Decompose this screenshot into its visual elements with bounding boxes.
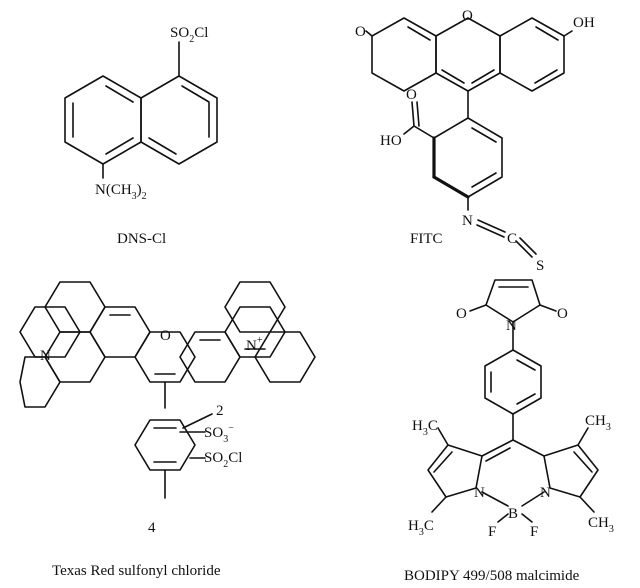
bodipy-h3c-bottom-label: H3C xyxy=(408,518,434,538)
bodipy-n-left-label: N xyxy=(474,485,485,501)
dns-cl-structure: SO2Cl N(CH3)2 DNS-Cl xyxy=(64,25,218,247)
texas-red-n-left-label: N xyxy=(40,348,51,364)
fitc-carbonyl-o-label: O xyxy=(406,87,417,103)
texas-red-bonds xyxy=(19,281,316,499)
fitc-n-label: N xyxy=(462,213,473,229)
texas-red-ring-o-label: O xyxy=(160,328,171,344)
fitc-keto-o-label: O xyxy=(355,24,366,40)
bodipy-structure: O N O H3C CH3 N N B F F H3C CH3 BODIPY 4… xyxy=(404,279,614,584)
dns-cl-amine-label: N(CH3)2 xyxy=(95,182,147,202)
texas-red-so2cl-label: SO2Cl xyxy=(204,450,242,470)
fitc-ring-o-label: O xyxy=(462,8,473,24)
bodipy-o-left-label: O xyxy=(456,306,467,322)
fitc-s-label: S xyxy=(536,258,544,274)
bodipy-ch3-bottom-label: CH3 xyxy=(588,515,614,535)
texas-red-so3-label: SO3− xyxy=(204,423,234,445)
dns-cl-bonds xyxy=(64,41,218,179)
fitc-oh-label: OH xyxy=(573,15,595,31)
fitc-c-label: C xyxy=(507,231,517,247)
texas-red-position-4: 4 xyxy=(148,520,156,536)
fitc-bonds xyxy=(365,17,573,258)
texas-red-structure: N O N+ SO3− SO2Cl 2 4 Texas Red sulfonyl… xyxy=(19,281,316,579)
fitc-bold-bond-b xyxy=(432,175,470,199)
fitc-caption: FITC xyxy=(410,231,443,247)
bodipy-bonds xyxy=(427,279,599,523)
texas-red-caption: Texas Red sulfonyl chloride xyxy=(52,563,221,579)
bodipy-n-right-label: N xyxy=(540,485,551,501)
texas-red-position-2: 2 xyxy=(216,403,224,419)
bodipy-caption: BODIPY 499/508 malcimide xyxy=(404,568,580,584)
bodipy-ch3-top-label: CH3 xyxy=(585,413,611,433)
bodipy-f-left-label: F xyxy=(488,524,496,540)
bodipy-f-right-label: F xyxy=(530,524,538,540)
fitc-structure: O O OH O HO N C S FITC xyxy=(355,8,595,274)
dns-cl-sulfonyl-label: SO2Cl xyxy=(170,25,208,45)
fitc-ho-label: HO xyxy=(380,133,402,149)
bodipy-o-right-label: O xyxy=(557,306,568,322)
bodipy-n-maleimide-label: N xyxy=(506,318,517,334)
bodipy-h3c-top-label: H3C xyxy=(412,418,438,438)
bodipy-boron-label: B xyxy=(508,506,518,522)
dns-cl-caption: DNS-Cl xyxy=(117,231,166,247)
texas-red-n-right-label: N+ xyxy=(246,335,263,354)
